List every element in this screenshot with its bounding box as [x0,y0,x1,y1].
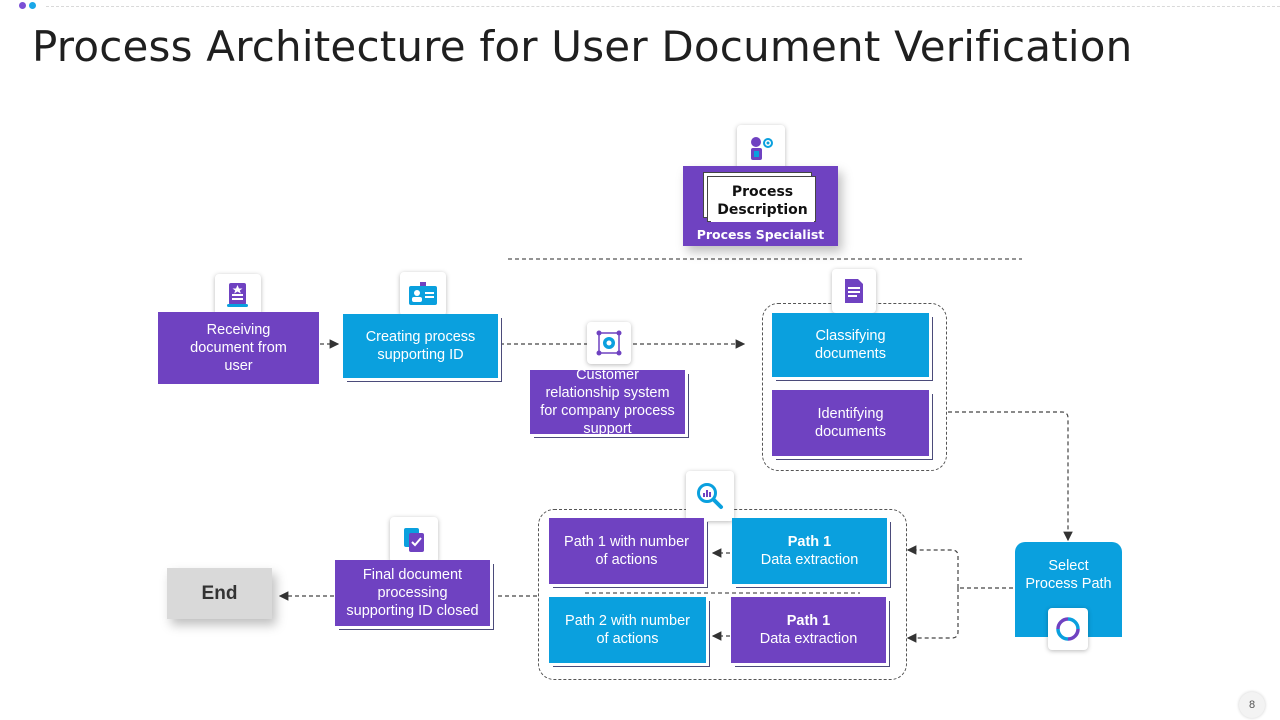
arrow-select-path2 [906,588,959,643]
document-icon [845,279,863,303]
arrow-select-paths [908,550,1013,589]
path1-extract-title: Path 1 [787,534,832,550]
path2-extract-title: Path 1 [786,613,831,629]
path1-extract-sub: Data extraction [760,552,859,568]
path2-extract-sub: Data extraction [759,631,858,647]
document-check-icon [404,528,424,552]
receiving-icon-card [215,274,261,316]
decor-dot-purple [19,2,26,9]
crm-icon-card [587,322,631,364]
magnifier-chart-icon [697,483,723,509]
node-creating-process-id: Creating process supporting ID [343,314,498,378]
node-path1-actions: Path 1 with number of actions [549,518,704,584]
arrow-group-select [948,411,1073,542]
path-icon-card [686,471,734,521]
page-number-badge: 8 [1239,692,1265,718]
top-divider [46,6,1280,7]
node-path1-data-extraction: Path 1 Data extraction [732,518,887,584]
node-receiving-document: Receiving document from user [158,312,319,384]
specialist-badge-icon [751,137,773,160]
node-path2-data-extraction: Path 1 Data extraction [731,597,886,663]
cycle-icon [1056,617,1080,641]
page-number: 8 [1248,699,1256,711]
node-identifying-documents: Identifying documents [772,390,929,456]
final-icon-card [390,517,438,563]
specialist-icon-card [737,125,785,171]
node-end: End [167,568,272,619]
specialist-label: Process Specialist [696,227,825,242]
network-hub-icon [596,330,622,356]
classifying-icon-card [832,269,876,313]
node-path2-actions: Path 2 with number of actions [549,597,706,663]
id-card-icon [409,282,437,305]
node-classifying-documents: Classifying documents [772,313,929,377]
node-final-document: Final document processing supporting ID … [335,560,490,626]
decor-dot-blue [29,2,36,9]
specialist-card: Process Description [711,180,814,222]
certificate-scroll-icon [227,283,248,307]
node-crm-system: Customer relationship system for company… [530,367,685,437]
creating-icon-card [400,272,446,316]
select-icon-card [1048,608,1088,650]
specialist-card-line1: Process [731,184,794,200]
page-title: Process Architecture for User Document V… [32,22,1133,71]
specialist-card-line2: Description [717,202,808,218]
